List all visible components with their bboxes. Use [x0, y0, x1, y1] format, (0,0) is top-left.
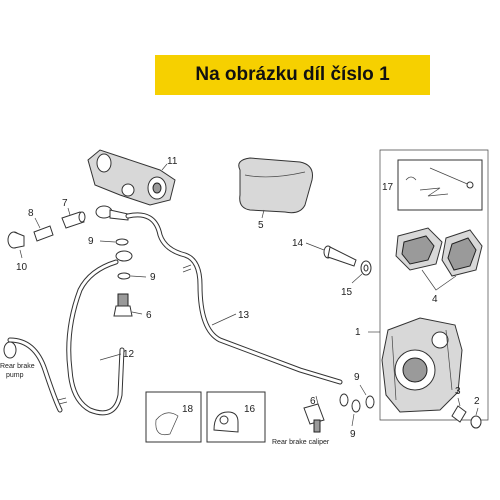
rear-brake-pump-label-1: Rear brake: [0, 363, 35, 370]
bleeder-part-3[interactable]: [451, 405, 467, 423]
callout-10: 10: [16, 262, 28, 273]
callout-1: 1: [355, 327, 361, 338]
brake-pad-part-4-left[interactable]: [395, 227, 443, 271]
callout-7: 7: [62, 198, 68, 209]
banner-text: Na obrázku díl číslo 1: [195, 64, 390, 85]
callout-3: 3: [455, 386, 461, 397]
washer-part-9-mid[interactable]: [117, 272, 131, 280]
washer-part-15[interactable]: [360, 260, 372, 276]
fitting-part-7[interactable]: [61, 211, 86, 229]
callout-9c: 9: [354, 372, 360, 383]
callout-17: 17: [382, 182, 394, 193]
caliper-assembly-frame: [368, 149, 489, 421]
callout-8: 8: [28, 208, 34, 219]
brake-hose-part-13[interactable]: [125, 212, 343, 385]
reservoir-cover-part-5[interactable]: [238, 157, 313, 219]
callout-2: 2: [474, 396, 480, 407]
callout-13: 13: [238, 310, 250, 321]
callout-6b: 6: [310, 396, 316, 407]
bolt-part-6-lower[interactable]: [303, 403, 325, 433]
washer-part-9-lower[interactable]: [339, 393, 375, 413]
washer-part-9-upper[interactable]: [115, 238, 129, 246]
callout-6a: 6: [146, 310, 152, 321]
clamp-part-16[interactable]: [206, 391, 266, 443]
callout-9-lower-marker: 9: [350, 429, 356, 440]
part-number-banner: Na obrázku díl číslo 1: [155, 55, 430, 95]
callout-15: 15: [341, 287, 353, 298]
banjo-part-mid[interactable]: [115, 250, 133, 262]
brake-caliper-part-1[interactable]: [381, 317, 463, 413]
cap-part-10[interactable]: [7, 231, 25, 249]
callout-14: 14: [292, 238, 304, 249]
rear-brake-pump-label-2: pump: [6, 372, 24, 379]
callout-11: 11: [167, 156, 178, 167]
callout-16: 16: [244, 404, 256, 415]
callout-9a: 9: [88, 236, 94, 247]
pin-kit-part-17[interactable]: [397, 159, 483, 211]
rear-brake-caliper-label: Rear brake caliper: [272, 439, 330, 446]
brake-hose-part-12[interactable]: [3, 259, 125, 416]
clip-part-18[interactable]: [145, 391, 202, 443]
callout-5: 5: [258, 220, 264, 231]
callout-9b: 9: [150, 272, 156, 283]
bleed-screw-part-8[interactable]: [33, 225, 54, 242]
callout-4: 4: [432, 294, 438, 305]
brake-pad-part-4-right[interactable]: [441, 229, 483, 277]
cap-part-2[interactable]: [470, 415, 482, 429]
bolt-part-6-upper[interactable]: [113, 293, 133, 317]
callout-12: 12: [123, 349, 135, 360]
callout-18: 18: [182, 404, 194, 415]
master-cylinder-part-11[interactable]: [87, 149, 176, 206]
pin-part-14[interactable]: [323, 245, 357, 267]
banjo-fitting-upper[interactable]: [95, 205, 129, 221]
